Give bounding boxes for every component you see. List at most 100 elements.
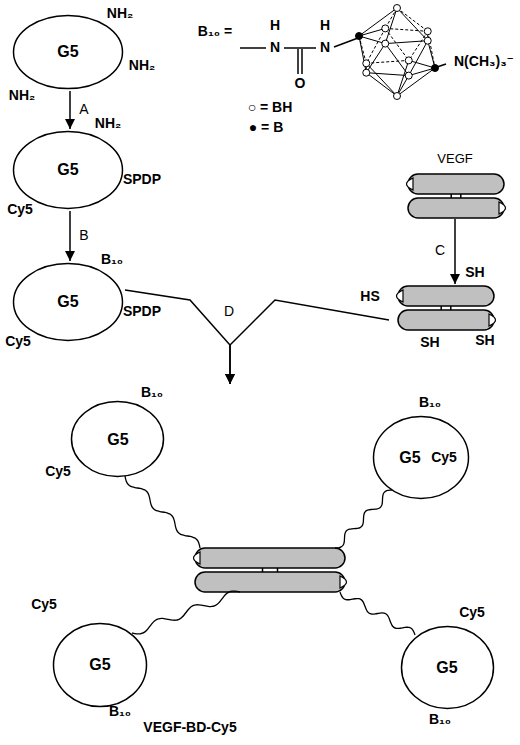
node-label: B₁₀ (101, 252, 123, 267)
cage-edge (366, 63, 397, 96)
dendrimer-outline (14, 16, 123, 89)
bh-vertex (405, 72, 412, 79)
disulfide-bond (450, 194, 452, 198)
structure-label: H (270, 18, 280, 33)
structure-label: ● = B (249, 120, 284, 135)
disulfide-bond (450, 306, 452, 310)
dendrimer-circle: G5Cy5B₁₀ (372, 415, 470, 500)
vegf-chain (195, 572, 345, 592)
structure-label: ○ = BH (248, 100, 293, 115)
node-label: SH (465, 265, 484, 280)
peg-linker (335, 490, 392, 548)
disulfide-bond (440, 306, 442, 310)
double-bond (301, 49, 303, 74)
cage-edge (397, 68, 435, 96)
node-label: Cy5 (45, 464, 71, 479)
structure-label: H (320, 18, 330, 33)
node-label: HS (360, 289, 379, 304)
node-label: G5 (57, 161, 78, 179)
node-label: SH (475, 333, 494, 348)
peg-linker (340, 592, 415, 635)
bh-vertex (363, 60, 370, 67)
vegf-chain (408, 174, 504, 194)
bh-vertex (424, 28, 431, 35)
bh-vertex (405, 57, 412, 64)
cage-edge (359, 8, 397, 36)
dendrimer-circle: G5Cy5B₁₀ (52, 622, 148, 708)
bond (240, 47, 266, 49)
carborane-cage (356, 5, 439, 100)
cage-edge (366, 73, 408, 76)
cage-edge (359, 36, 366, 73)
node-label: G5 (89, 656, 110, 674)
cage-edge (366, 73, 397, 96)
dendrimer-outline (374, 417, 469, 499)
bh-vertex (382, 40, 389, 47)
chain-tab (499, 202, 506, 214)
node-label: NH₂ (95, 116, 121, 131)
structure-label: B₁₀ = (198, 24, 232, 39)
node-label: Cy5 (7, 202, 33, 217)
dendrimer-circle: G5NH₂Cy5SPDP (12, 130, 124, 210)
disulfide-bond (262, 568, 264, 572)
disulfide-bond (460, 194, 462, 198)
node-outline (390, 285, 502, 331)
cage-edge (385, 28, 427, 31)
node-label: G5 (57, 43, 78, 61)
node-label: B₁₀ (429, 712, 451, 727)
node-label: B₁₀ (141, 385, 163, 400)
cage-edge (385, 41, 427, 44)
step-label: D (222, 304, 236, 319)
bh-vertex (394, 5, 401, 12)
structure-label: N(CH₃)₃⁻ (454, 54, 514, 69)
node-label: VEGF-BD-Cy5 (143, 720, 236, 735)
node-label: Cy5 (5, 334, 31, 349)
structure-label: N (320, 40, 330, 55)
bh-vertex (363, 69, 370, 76)
node-label: B₁₀ (109, 704, 131, 719)
protein-dimer: HSSHSHSH (390, 285, 502, 331)
step-label: B (77, 228, 90, 243)
cage-edge (428, 31, 435, 68)
chain-tab (194, 552, 201, 564)
reaction-arrow (454, 219, 456, 284)
cage-edge (428, 41, 435, 68)
dendrimer-outline (72, 402, 164, 477)
step-label: A (77, 102, 90, 117)
linker-lines (125, 476, 415, 635)
node-label: G5 (436, 659, 457, 677)
node-label: B₁₀ (419, 395, 441, 410)
node-label: G5 (399, 449, 420, 467)
boron-atom (356, 33, 363, 40)
node-label: NH₂ (129, 58, 155, 73)
node-label: SPDP (123, 172, 161, 187)
node-label: NH₂ (9, 88, 35, 103)
dendrimer-circle: G5NH₂NH₂NH₂ (12, 14, 124, 90)
bh-vertex (394, 93, 401, 100)
cage-edge (359, 36, 366, 63)
disulfide-bond (277, 568, 279, 572)
dendrimer-outline (402, 627, 494, 709)
dendrimer-outline (14, 264, 123, 341)
node-label: G5 (107, 431, 128, 449)
step-label: C (433, 243, 447, 258)
reaction-arrow (230, 300, 389, 384)
protein-dimer: VEGF (400, 150, 512, 218)
reaction-arrow (69, 91, 71, 129)
chain-tab (397, 290, 404, 302)
cage-edge (359, 36, 385, 44)
node-label: Cy5 (431, 450, 457, 465)
vegf-dimer-conjugate (194, 548, 347, 592)
conjugate-group: VEGF-BD-Cy5G5B₁₀Cy5G5Cy5B₁₀G5Cy5B₁₀G5Cy5… (30, 385, 515, 740)
vegf-chain (398, 286, 494, 306)
node-label: VEGF (437, 152, 472, 166)
chain-tab (489, 314, 496, 326)
cage-edge (397, 8, 428, 41)
peg-linker (132, 591, 240, 634)
cage-edge (397, 8, 428, 31)
boron-atom (432, 65, 439, 72)
double-bond (297, 49, 299, 74)
structure-label: N (270, 40, 280, 55)
